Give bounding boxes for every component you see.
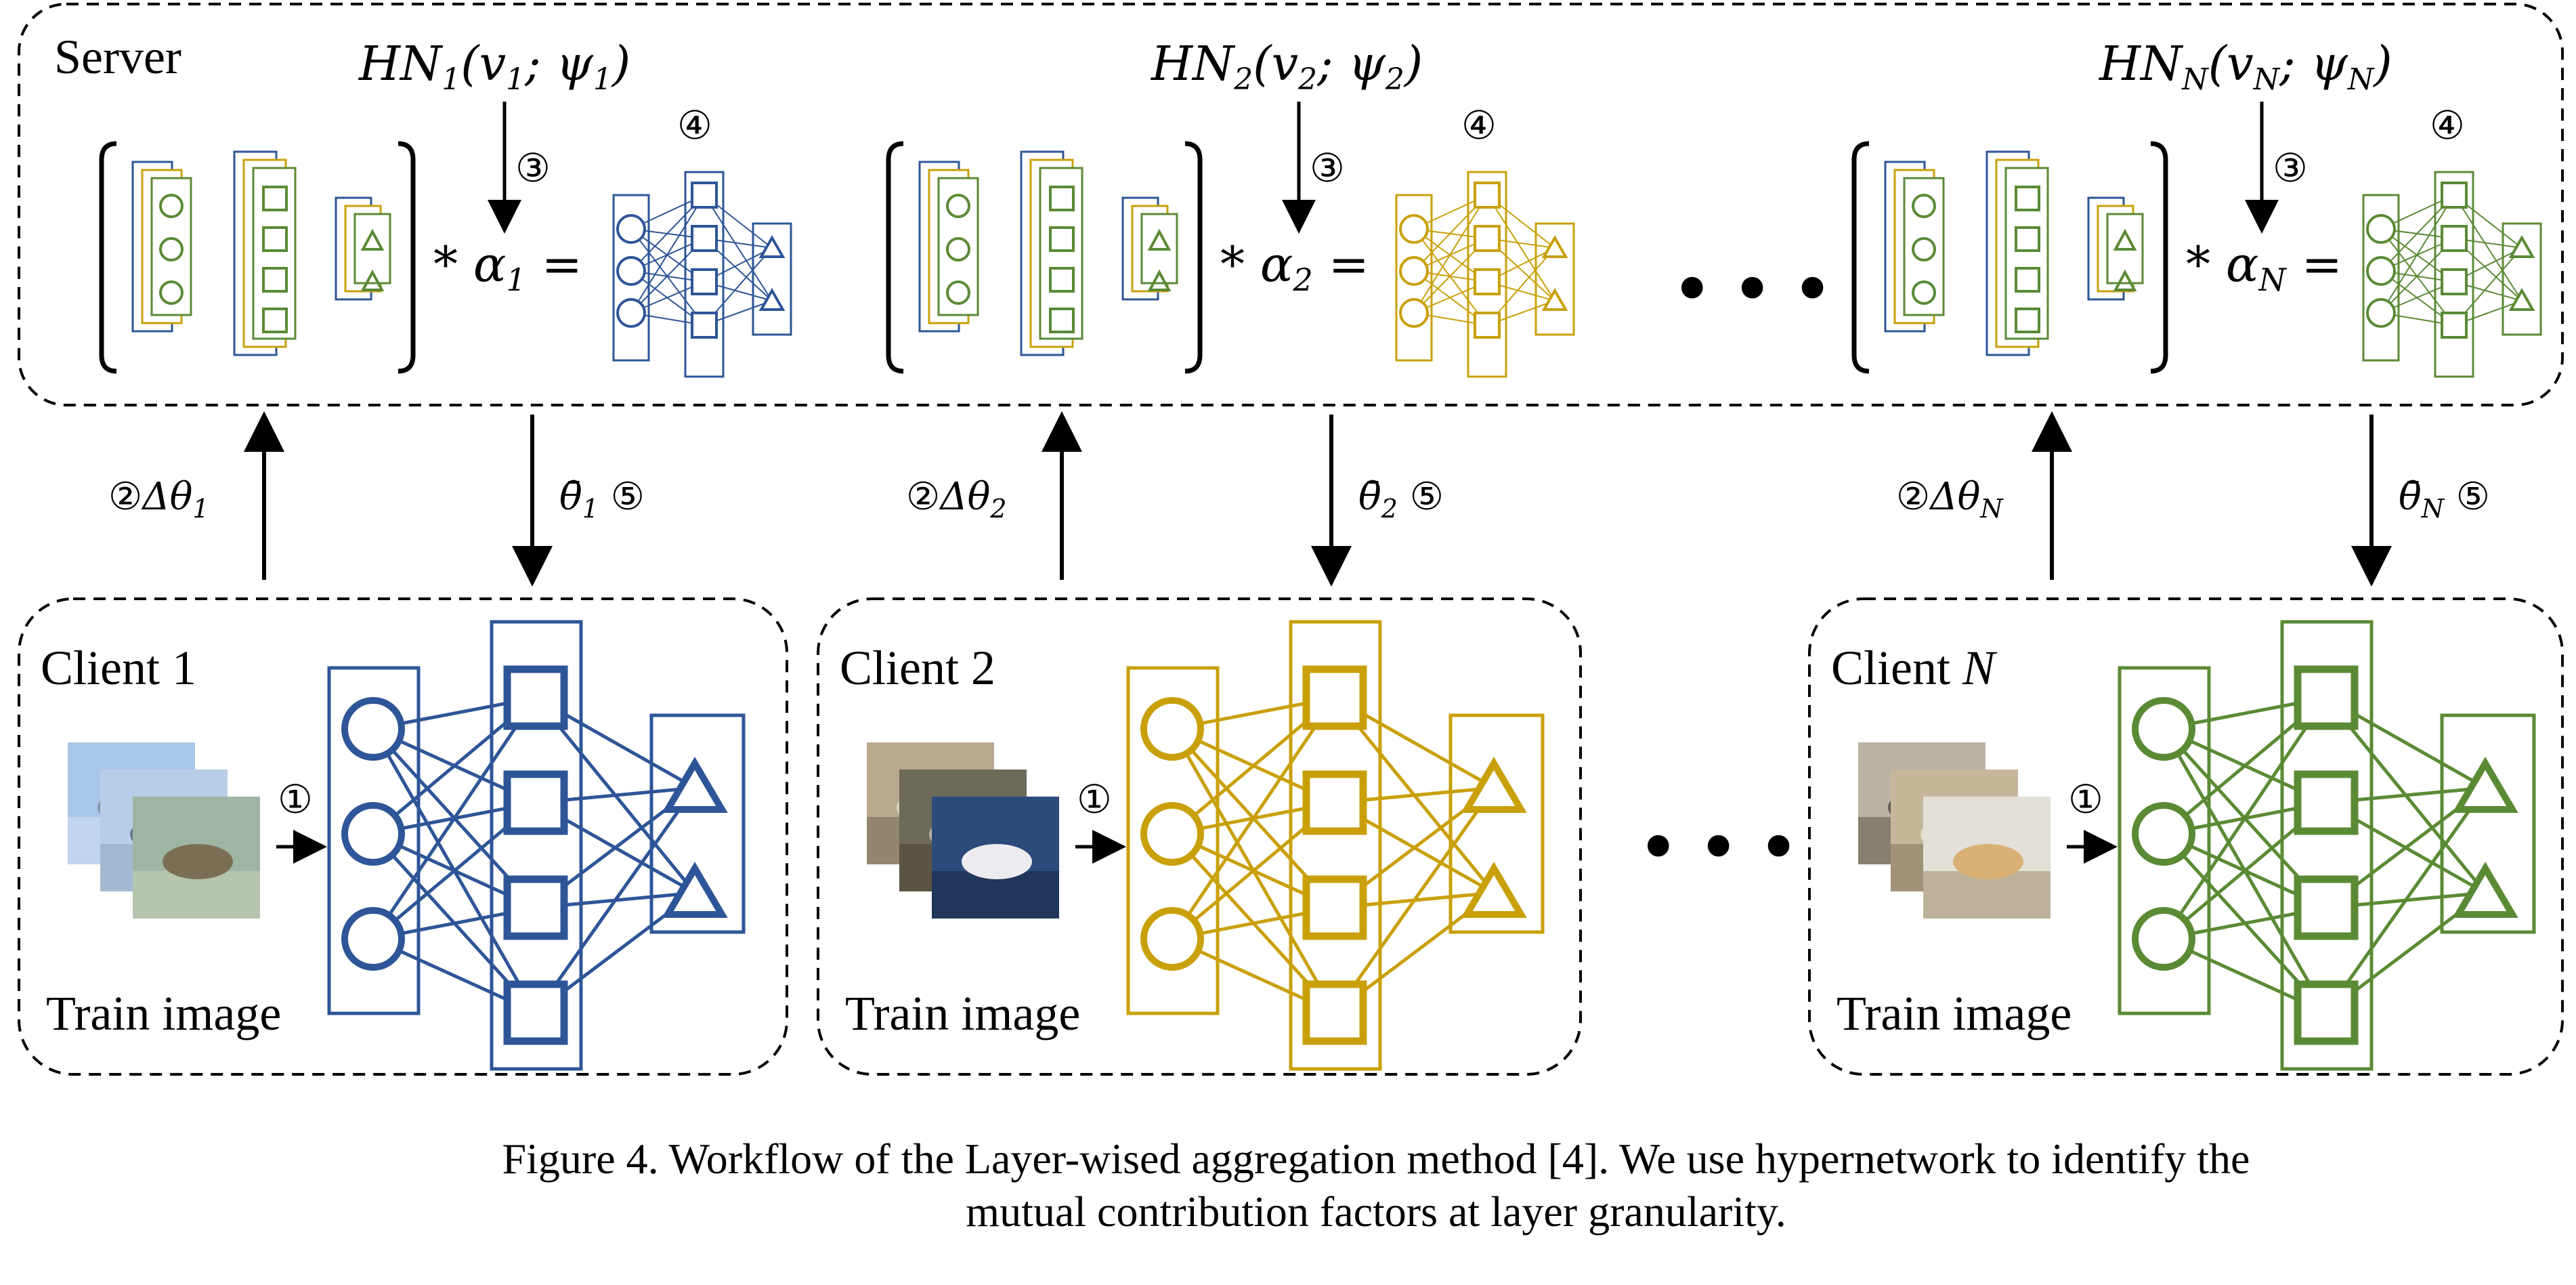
alpha-expression: * α1 = [433,236,582,298]
train-image-label: Train image [46,986,281,1040]
step-4-marker: ④ [677,102,712,148]
hypernetwork-label: HN2(v2; ψ2) [1150,36,1423,97]
hypernetwork-label: HNN(vN; ψN) [2098,36,2392,97]
transfer-1: ②Δθ1 θ̄1 ⑤ [108,411,645,587]
train-image-label: Train image [845,986,1080,1040]
bracket-left [1851,141,1870,374]
transfer-3: ②ΔθN θ̄N ⑤ [1896,411,2490,587]
alpha-expression: * α2 = [1220,236,1369,298]
train-image-label: Train image [1837,986,2071,1040]
client-box-1: Client 1 Train image ① [18,597,788,1076]
server-aggregation-2: * α2 = HN2(v2; ψ2) ③ ④ [886,36,1575,378]
client-box-2: Client 2 Train image ① [817,597,1582,1076]
theta-bar-label: θ̄2 ⑤ [1358,475,1444,524]
client-label: Client N [1831,641,1998,695]
client-box-3: Client N Train image ① [1808,597,2564,1076]
step-3-marker: ③ [515,145,551,191]
server-box [18,3,2564,406]
figure-caption: Figure 4. Workflow of the Layer-wised ag… [0,1133,2576,1238]
bracket-left [886,141,904,374]
transfer-2: ②Δθ2 θ̄2 ⑤ [906,411,1444,587]
step-4-marker: ④ [1461,102,1497,148]
hypernetwork-label: HN1(v1; ψ1) [358,36,630,97]
step-1-marker: ① [278,776,313,822]
bracket-right [1184,141,1203,374]
theta-bar-label: θ̄N ⑤ [2399,475,2490,524]
delta-theta-label: ②Δθ2 [906,475,1007,524]
step-1-marker: ① [1077,776,1112,822]
client-label: Client 1 [41,641,196,695]
server-aggregation-3: * αN = HNN(vN; ψN) ③ ④ [1851,36,2542,378]
delta-theta-label: ②Δθ1 [108,475,209,524]
bracket-left [99,141,117,374]
alpha-expression: * αN = [2186,236,2342,298]
theta-bar-label: θ̄1 ⑤ [559,475,645,524]
client-ellipsis: • • • [1639,812,1798,883]
server-ellipsis: • • • [1673,254,1832,325]
caption-line-2: mutual contribution factors at layer gra… [966,1187,1786,1236]
server-label: Server [54,30,181,84]
step-1-marker: ① [2068,776,2103,822]
step-3-marker: ③ [1310,145,1345,191]
delta-theta-label: ②ΔθN [1896,475,2004,524]
client-label: Client 2 [840,641,995,695]
caption-line-1: Figure 4. Workflow of the Layer-wised ag… [502,1135,2250,1183]
step-3-marker: ③ [2273,145,2308,191]
step-4-marker: ④ [2430,102,2465,148]
bracket-right [2150,141,2168,374]
bracket-right [398,141,416,374]
server-aggregation-1: * α1 = HN1(v1; ψ1) ③ ④ [99,36,792,378]
